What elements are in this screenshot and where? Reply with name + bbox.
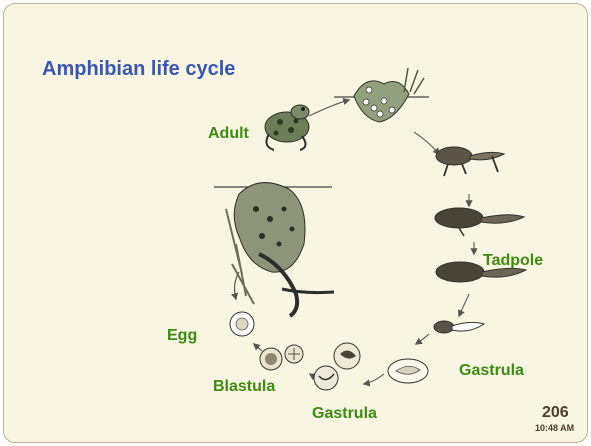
adult-frog-drawing	[265, 105, 309, 150]
egg-drawing	[230, 312, 254, 336]
arrow-adult-to-pond	[309, 100, 349, 116]
pond-eggs-drawing	[334, 68, 429, 122]
label-adult: Adult	[208, 125, 249, 143]
mating-frogs-drawing	[214, 183, 334, 316]
label-blastula: Blastula	[213, 378, 275, 396]
arrow-gastrula	[416, 334, 429, 344]
slide: Amphibian life cycle Adult Tadpole Gastr…	[3, 3, 588, 443]
arrow-embryo	[364, 374, 384, 384]
blastula-drawing	[260, 345, 303, 370]
label-gastrula-right: Gastrula	[459, 362, 524, 380]
slide-title: Amphibian life cycle	[42, 58, 235, 81]
label-tadpole: Tadpole	[483, 252, 543, 270]
arrow-tadpole-3	[459, 294, 469, 316]
arrow-pond-to-tadpole	[414, 132, 439, 154]
label-egg: Egg	[167, 327, 197, 345]
slide-time: 10:48 AM	[535, 423, 574, 433]
gastrula-drawing	[314, 343, 428, 390]
label-gastrula-bottom: Gastrula	[312, 405, 377, 423]
tadpole-drawings	[434, 147, 526, 333]
arrow-egg-cell	[254, 344, 262, 351]
page-number: 206	[542, 404, 569, 422]
